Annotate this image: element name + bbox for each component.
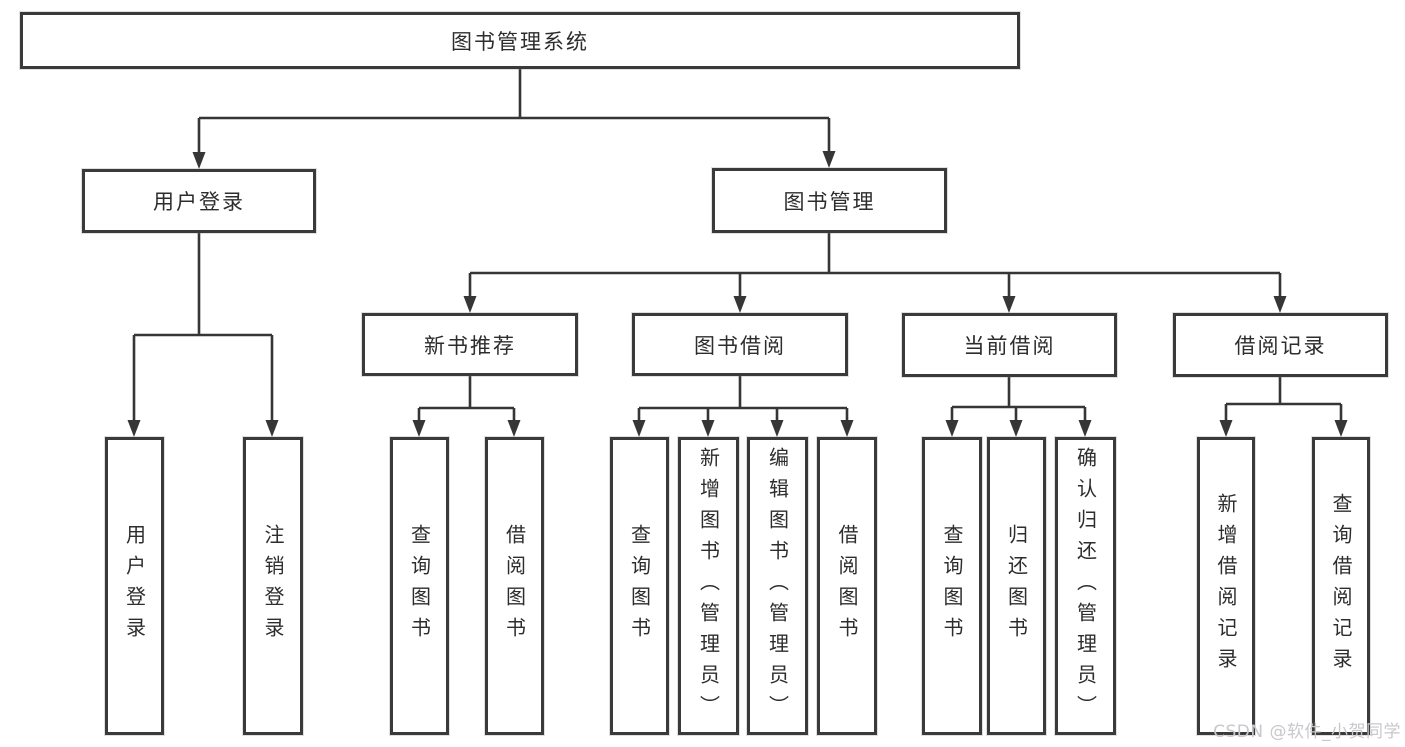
node-borrow-records: 借阅记录: [1173, 313, 1388, 377]
node-book-borrowing-label: 图书借阅: [694, 333, 786, 358]
leaf-add-borrow-record: 新增借阅记录: [1197, 437, 1255, 735]
leaf-query-book-borrowing-label: 查询图书: [627, 524, 652, 648]
node-new-book-recommend-label: 新书推荐: [424, 333, 516, 358]
leaf-query-book-borrowing: 查询图书: [610, 437, 669, 735]
node-book-management: 图书管理: [712, 168, 947, 233]
node-root-label: 图书管理系统: [451, 29, 589, 54]
node-borrow-records-label: 借阅记录: [1234, 334, 1327, 358]
leaf-add-book-admin-label: 新增图书（管理员）: [696, 446, 721, 726]
leaf-return-book-label: 归还图书: [1004, 524, 1029, 648]
leaf-edit-book-admin-label: 编辑图书（管理员）: [765, 446, 790, 726]
node-book-management-label: 图书管理: [783, 189, 876, 214]
node-user-login-label: 用户登录: [153, 190, 245, 214]
node-root: 图书管理系统: [20, 12, 1020, 69]
leaf-query-book-current-label: 查询图书: [940, 524, 964, 648]
node-user-login: 用户登录: [82, 169, 316, 233]
leaf-query-book-recommend: 查询图书: [390, 437, 449, 735]
leaf-borrow-book-recommend-label: 借阅图书: [502, 524, 527, 648]
node-book-borrowing: 图书借阅: [632, 313, 848, 376]
leaf-query-borrow-record-label: 查询借阅记录: [1329, 493, 1353, 679]
node-current-borrowing: 当前借阅: [902, 313, 1117, 377]
leaf-logout-label: 注销登录: [261, 524, 285, 648]
leaf-user-login: 用户登录: [105, 437, 164, 735]
leaf-logout: 注销登录: [243, 437, 303, 735]
leaf-query-borrow-record: 查询借阅记录: [1312, 437, 1370, 735]
leaf-user-login-label: 用户登录: [122, 524, 147, 648]
leaf-add-book-admin: 新增图书（管理员）: [678, 437, 739, 735]
leaf-query-book-recommend-label: 查询图书: [407, 524, 432, 648]
leaf-return-book: 归还图书: [987, 437, 1046, 735]
leaf-borrow-book: 借阅图书: [817, 437, 877, 735]
leaf-query-book-current: 查询图书: [922, 437, 982, 735]
node-new-book-recommend: 新书推荐: [362, 313, 578, 376]
node-current-borrowing-label: 当前借阅: [963, 334, 1056, 358]
leaf-confirm-return-admin-label: 确认归还（管理员）: [1073, 446, 1098, 726]
leaf-add-borrow-record-label: 新增借阅记录: [1214, 493, 1238, 679]
watermark: CSDN @软件_小贺同学: [1213, 722, 1401, 742]
leaf-borrow-book-label: 借阅图书: [835, 524, 859, 648]
leaf-borrow-book-recommend: 借阅图书: [485, 437, 544, 735]
leaf-confirm-return-admin: 确认归还（管理员）: [1055, 437, 1116, 735]
leaf-edit-book-admin: 编辑图书（管理员）: [747, 437, 808, 735]
